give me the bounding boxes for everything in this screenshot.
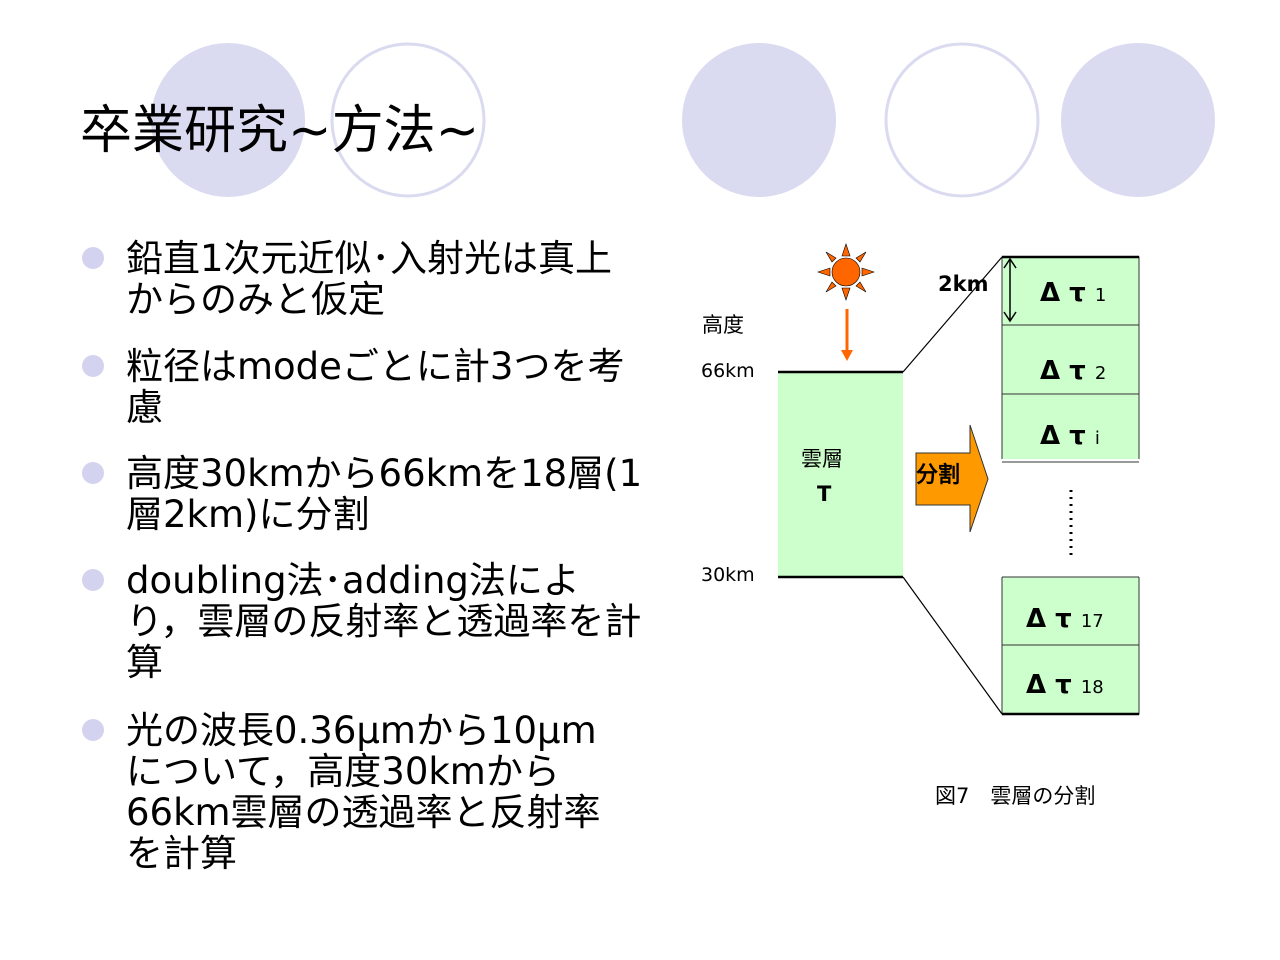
figure-caption: 図7 雲層の分割 [935,784,1096,808]
layer-index: 2 [1094,363,1107,384]
bullet-text: 粒径はmodeごとに計3つを考慮 [126,345,625,429]
layer-label: Δ τ i [1040,421,1100,451]
bullet-dot [82,355,104,377]
layer-symbol: Δ τ [1040,356,1086,386]
layer-index: 17 [1080,611,1104,632]
cloud-layer-box [778,372,903,577]
circle-filled [1061,43,1215,197]
thickness-arrow [1003,257,1017,323]
incident-light-arrow [841,309,853,361]
layer-label: Δ τ 18 [1026,670,1104,700]
split-label: 分割 [916,463,961,488]
circle-outline [330,42,486,198]
layer-index: 1 [1094,285,1107,306]
layer-index: i [1094,428,1100,449]
bullet-dot [82,719,104,741]
top-altitude-label: 66km [701,360,755,382]
bullet-dot [82,247,104,269]
circle-filled [151,43,305,197]
bottom-altitude-label: 30km [701,564,755,586]
layer-index: 18 [1080,677,1104,698]
circle-outline [884,42,1040,198]
cloud-symbol: T [817,482,832,506]
layer-label: Δ τ 17 [1026,604,1104,634]
layer-symbol: Δ τ [1026,670,1072,700]
bullet-text: 光の波長0.36μmから10μmについて，高度30kmから66km雲層の透過率と… [126,709,601,875]
layer-symbol: Δ τ [1026,604,1072,634]
layer-symbol: Δ τ [1040,278,1086,308]
layer-cells [1001,256,1140,715]
bullet-text: doubling法･adding法により，雲層の反射率と透過率を計算 [126,559,642,684]
layer-label: Δ τ 2 [1040,356,1106,386]
layer-label: Δ τ 1 [1040,278,1106,308]
bullet-text: 高度30kmから66kmを18層(1層2km)に分割 [126,452,643,536]
bullet-dot [82,462,104,484]
thickness-label: 2km [938,272,989,296]
split-arrow [915,424,989,533]
bullet-dot [82,569,104,591]
bullet-text: 鉛直1次元近似･入射光は真上からのみと仮定 [126,237,613,321]
altitude-label: 高度 [702,313,744,337]
slide-title: 卒業研究~方法~ [80,101,480,161]
cloud-layer-label: 雲層 [801,447,843,471]
layer-symbol: Δ τ [1040,421,1086,451]
sun-icon [817,243,875,301]
circle-filled [682,43,836,197]
